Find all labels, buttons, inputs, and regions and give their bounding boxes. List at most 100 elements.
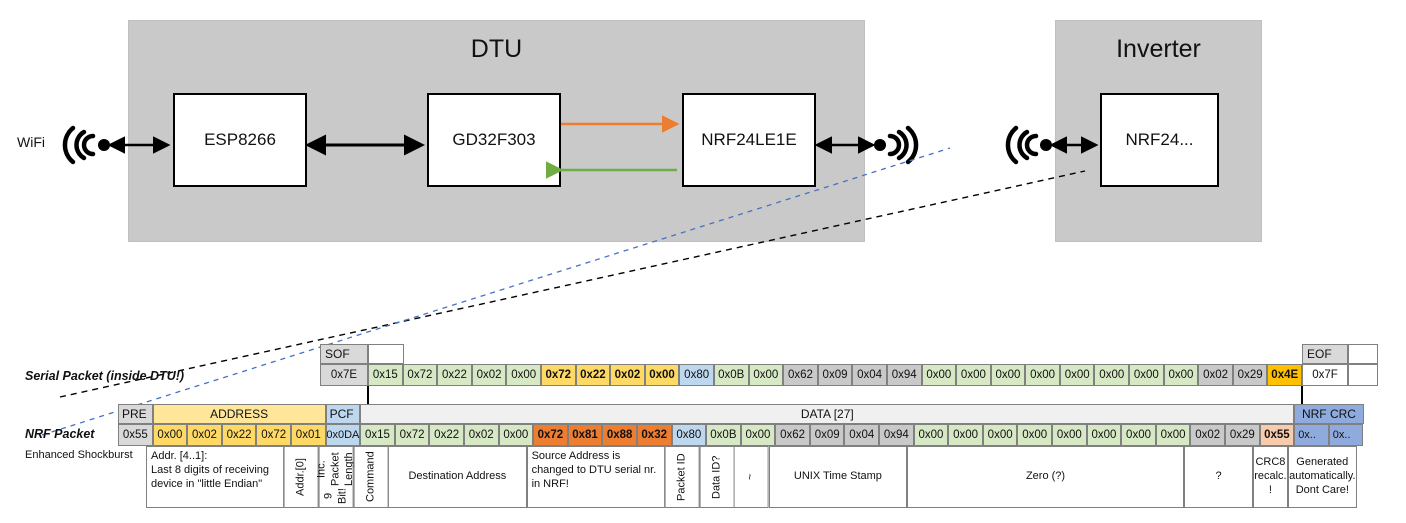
packet-byte-cell: 0x22 <box>221 424 257 446</box>
packet-byte-cell: 0x81 <box>567 424 603 446</box>
packet-byte-cell: 0x94 <box>879 424 914 446</box>
packet-byte-cell: 0x00 <box>1052 424 1087 446</box>
chip-gd32f303: GD32F303 <box>427 93 561 187</box>
packet-section-header: PCF <box>325 404 361 424</box>
packet-section-header: ADDRESS <box>152 404 326 424</box>
inverter-title: Inverter <box>1116 35 1201 63</box>
packet-byte-cell: 0x72 <box>402 364 438 386</box>
serial-sof-value: 0x7E <box>320 364 368 386</box>
packet-byte-cell: 0x0B <box>706 424 741 446</box>
packet-byte-cell: 0x04 <box>852 364 887 386</box>
packet-byte-cell: 0x88 <box>602 424 637 446</box>
packet-section-header: PRE <box>118 404 153 424</box>
chip-gd32f303-label: GD32F303 <box>452 130 536 149</box>
chip-esp8266: ESP8266 <box>173 93 307 187</box>
packet-byte-cell: 0x72 <box>533 424 568 446</box>
serial-sof-header-pad <box>368 344 404 364</box>
nrf-description-row: Addr. [4..1]: Last 8 digits of receiving… <box>146 446 1357 508</box>
serial-packet-row-label: Serial Packet (inside DTU!) <box>25 369 185 383</box>
packet-byte-cell: 0x02 <box>1198 364 1233 386</box>
packet-byte-cell: 0x72 <box>394 424 430 446</box>
packet-byte-cell: 0x62 <box>783 364 818 386</box>
packet-byte-cell: 0x00 <box>1094 364 1130 386</box>
packet-byte-cell: 0x00 <box>748 364 784 386</box>
packet-byte-cell: 0x00 <box>990 364 1026 386</box>
packet-byte-cell: 0x00 <box>1086 424 1122 446</box>
packet-byte-cell: 0x02 <box>471 364 507 386</box>
packet-byte-cell: 0x00 <box>982 424 1018 446</box>
packet-byte-cell: 0x00 <box>506 364 541 386</box>
packet-byte-cell: 0x00 <box>956 364 991 386</box>
packet-byte-cell: 0x22 <box>575 364 611 386</box>
serial-eof-value: 0x7F <box>1302 364 1348 386</box>
packet-byte-cell: 0x80 <box>679 364 714 386</box>
packet-byte-cell: 0x.. <box>1328 424 1364 446</box>
packet-byte-cell: 0x72 <box>540 364 576 386</box>
packet-field-description: UNIX Time Stamp <box>768 446 908 508</box>
packet-byte-cell: 0x22 <box>429 424 464 446</box>
packet-byte-cell: 0x0DA <box>325 424 361 446</box>
packet-tables: Serial Packet (inside DTU!) NRF Packet E… <box>0 338 1406 523</box>
packet-field-description: Addr.[0] <box>284 446 319 508</box>
packet-byte-cell: 0x04 <box>844 424 880 446</box>
packet-byte-cell: 0x72 <box>256 424 291 446</box>
packet-byte-cell: 0x00 <box>740 424 776 446</box>
packet-byte-cell: 0x02 <box>1190 424 1225 446</box>
packet-byte-cell: 0x00 <box>1017 424 1053 446</box>
packet-field-description: ? <box>1183 446 1254 508</box>
packet-byte-cell: 0x02 <box>610 364 645 386</box>
chip-nrf24: NRF24... <box>1100 93 1219 187</box>
serial-sof-header: SOF <box>320 344 368 364</box>
packet-byte-cell: 0x00 <box>1025 364 1060 386</box>
packet-byte-cell: 0x29 <box>1225 424 1260 446</box>
packet-byte-cell: 0x00 <box>1059 364 1095 386</box>
packet-byte-cell: 0x32 <box>636 424 672 446</box>
packet-field-description: Packet ID <box>664 446 700 508</box>
packet-byte-cell: 0x00 <box>1121 424 1156 446</box>
packet-field-description: Addr. [4..1]: Last 8 digits of receiving… <box>146 446 285 508</box>
block-diagram: DTU ESP8266 GD32F303 NRF24LE1E Inverter … <box>17 20 1262 242</box>
packet-byte-cell: 0x00 <box>1163 364 1199 386</box>
packet-section-header: NRF CRC <box>1294 404 1364 424</box>
packet-byte-cell: 0x00 <box>1129 364 1164 386</box>
packet-field-description: Zero (?) <box>907 446 1184 508</box>
packet-field-description: ~ <box>734 446 769 508</box>
packet-byte-cell: 0x80 <box>671 424 707 446</box>
packet-field-description: Data ID? <box>699 446 735 508</box>
packet-byte-cell: 0x09 <box>809 424 845 446</box>
packet-byte-cell: 0x.. <box>1294 424 1329 446</box>
wifi-label: WiFi <box>17 134 45 150</box>
packet-byte-cell: 0x09 <box>817 364 853 386</box>
packet-byte-cell: 0x4E <box>1267 364 1303 386</box>
serial-eof-pad <box>1348 364 1378 386</box>
chip-esp8266-label: ESP8266 <box>204 130 276 149</box>
dtu-title: DTU <box>470 35 523 63</box>
packet-byte-cell: 0x55 <box>118 424 153 446</box>
packet-byte-cell: 0x02 <box>463 424 499 446</box>
nrf-packet-row-label: NRF Packet <box>25 427 95 441</box>
nrf-packet-sub-label: Enhanced Shockburst <box>25 449 133 461</box>
packet-byte-cell: 0x00 <box>644 364 680 386</box>
packet-byte-cell: 0x00 <box>1155 424 1191 446</box>
packet-byte-cell: 0x15 <box>368 364 403 386</box>
serial-eof-header-pad <box>1348 344 1378 364</box>
packet-field-description: 9 Bit!Inc. Packet Length <box>316 446 355 508</box>
packet-field-description: Generated automatically. Dont Care! <box>1287 446 1357 508</box>
packet-byte-cell: 0x00 <box>913 424 949 446</box>
packet-field-description: Destination Address <box>388 446 527 508</box>
packet-byte-cell: 0x15 <box>360 424 395 446</box>
packet-byte-cell: 0x62 <box>775 424 810 446</box>
packet-byte-cell: 0x55 <box>1259 424 1295 446</box>
packet-byte-cell: 0x22 <box>437 364 472 386</box>
chip-nrf24-label: NRF24... <box>1125 130 1194 149</box>
packet-section-header: DATA [27] <box>360 404 1295 424</box>
packet-field-description: Source Address is changed to DTU serial … <box>526 446 665 508</box>
packet-byte-cell: 0x00 <box>921 364 957 386</box>
packet-byte-cell: 0x00 <box>498 424 534 446</box>
packet-byte-cell: 0x01 <box>290 424 326 446</box>
serial-eof-header: EOF <box>1302 344 1348 364</box>
packet-byte-cell: 0x00 <box>152 424 188 446</box>
